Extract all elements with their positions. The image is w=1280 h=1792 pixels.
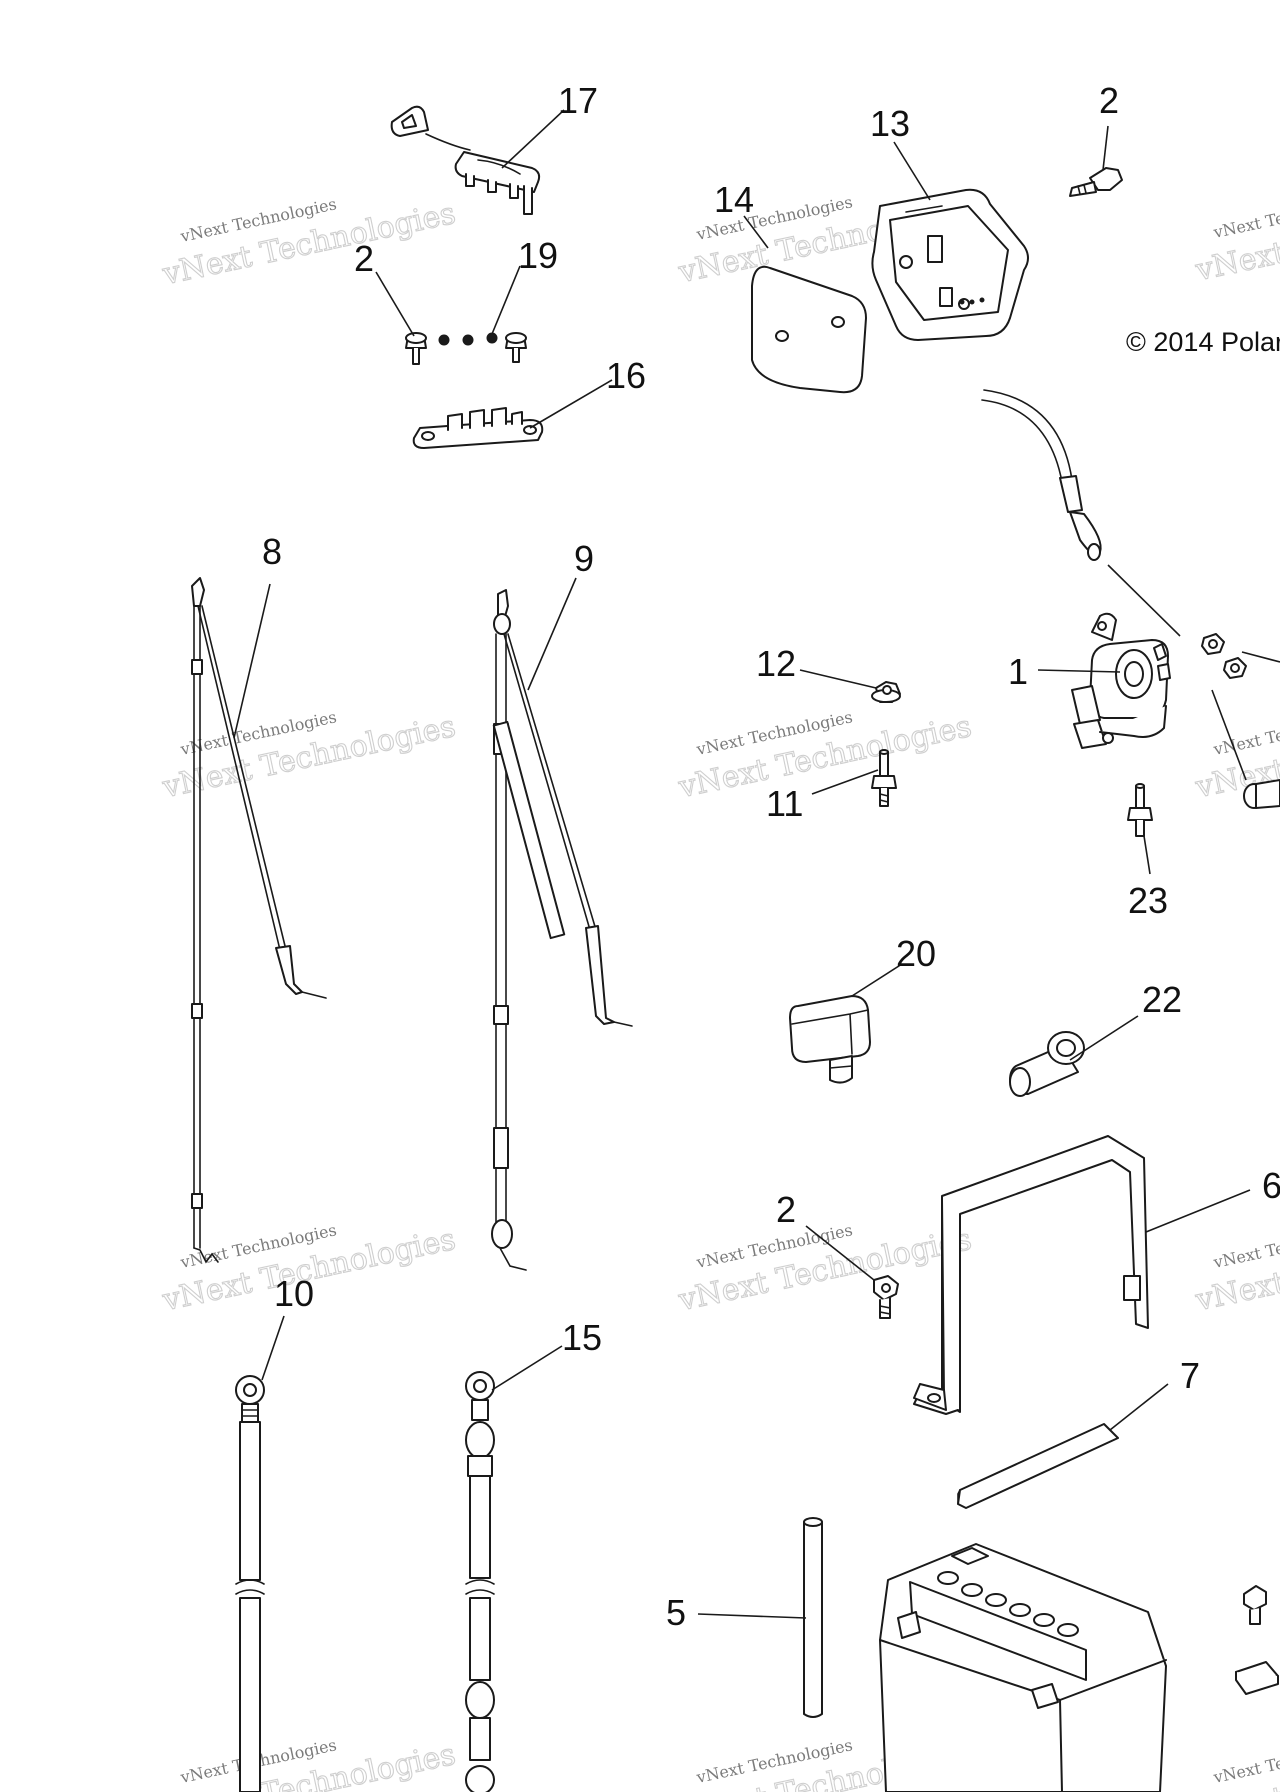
watermark: vNext Technologies vNext Technologies [158,194,459,293]
callout-20: 20 [896,933,936,974]
callout-19: 19 [518,235,558,276]
watermark: vNext Technologies vNext Technologies [1191,190,1280,289]
part-23-bolt [1127,783,1153,837]
svg-text:vNext Technologies: vNext Technologies [1211,190,1280,242]
watermark: vNext Technologies vNext Technologies [158,1735,459,1792]
callout-23: 23 [1128,880,1168,921]
part-2-bolt-middle [873,1275,899,1319]
callout-8: 8 [262,531,282,572]
part-1-starter-solenoid [1071,612,1171,749]
watermark: vNext Technologies vNext Technologies [1191,1220,1280,1319]
part-5-vent-tube [803,1517,823,1718]
part-20-terminal-boot [789,995,871,1084]
watermark: vNext Technologies vNext Technologies [674,707,975,806]
callout-13: 13 [870,103,910,144]
part-7-battery-pad [957,1423,1119,1509]
copyright-notice: © 2014 Polaris [1126,327,1280,357]
part-15-battery-cable [465,1371,495,1792]
watermark: vNext Technologies vNext Technologies [1191,1735,1280,1792]
callout-2-top: 2 [1099,80,1119,121]
part-13-module-housing [871,188,1029,341]
right-edge-bolt [1243,1585,1267,1625]
callout-14: 14 [714,179,754,220]
screw [505,332,527,363]
callout-17: 17 [558,80,598,121]
part-8-cable [191,577,327,1264]
right-edge-nut [1235,1661,1279,1695]
callout-9: 9 [574,538,594,579]
cable-end-right [1211,689,1280,809]
battery [879,1543,1167,1792]
part-2-bolt-top [1069,167,1123,197]
callout-1: 1 [1008,651,1028,692]
watermark-group: vNext Technologies vNext Technologies vN… [158,190,1280,1792]
part-12-flange-nut [871,681,901,703]
hex-nuts [1201,633,1280,679]
callout-10: 10 [274,1273,314,1314]
part-14-cover-plate [751,265,867,394]
callout-labels: 17 13 2 14 2 19 16 8 9 12 1 11 23 20 22 … [262,80,1280,1633]
screw [405,332,427,365]
callout-5: 5 [666,1592,686,1633]
part-10-battery-cable [235,1375,265,1792]
callout-15: 15 [562,1317,602,1358]
part-17-tether-cap [390,105,541,215]
part-9-cable [491,589,633,1271]
part-22-rubber-boot [1009,1031,1085,1097]
callout-7: 7 [1180,1355,1200,1396]
callout-2-left: 2 [354,238,374,279]
part-19-caps-and-screws [405,332,527,365]
callout-12: 12 [756,643,796,684]
leader-lines [233,109,1251,1619]
callout-6: 6 [1262,1165,1280,1206]
callout-11: 11 [766,783,803,824]
svg-text:vNext Technologies: vNext Technologies [1192,192,1280,288]
callout-16: 16 [606,355,646,396]
watermark: vNext Technologies vNext Technologies [674,1220,975,1319]
callout-22: 22 [1142,979,1182,1020]
part-11-stud-bolt [871,749,897,807]
svg-text:vNext Technologies: vNext Technologies [1192,1222,1280,1318]
svg-text:vNext Technologies: vNext Technologies [1211,1735,1280,1787]
part-6-battery-strap [913,1135,1149,1415]
svg-text:vNext Technologies: vNext Technologies [1211,1220,1280,1272]
callout-2-middle: 2 [776,1189,796,1230]
cable-to-solenoid [981,389,1181,637]
part-16-terminal-block [412,407,544,449]
